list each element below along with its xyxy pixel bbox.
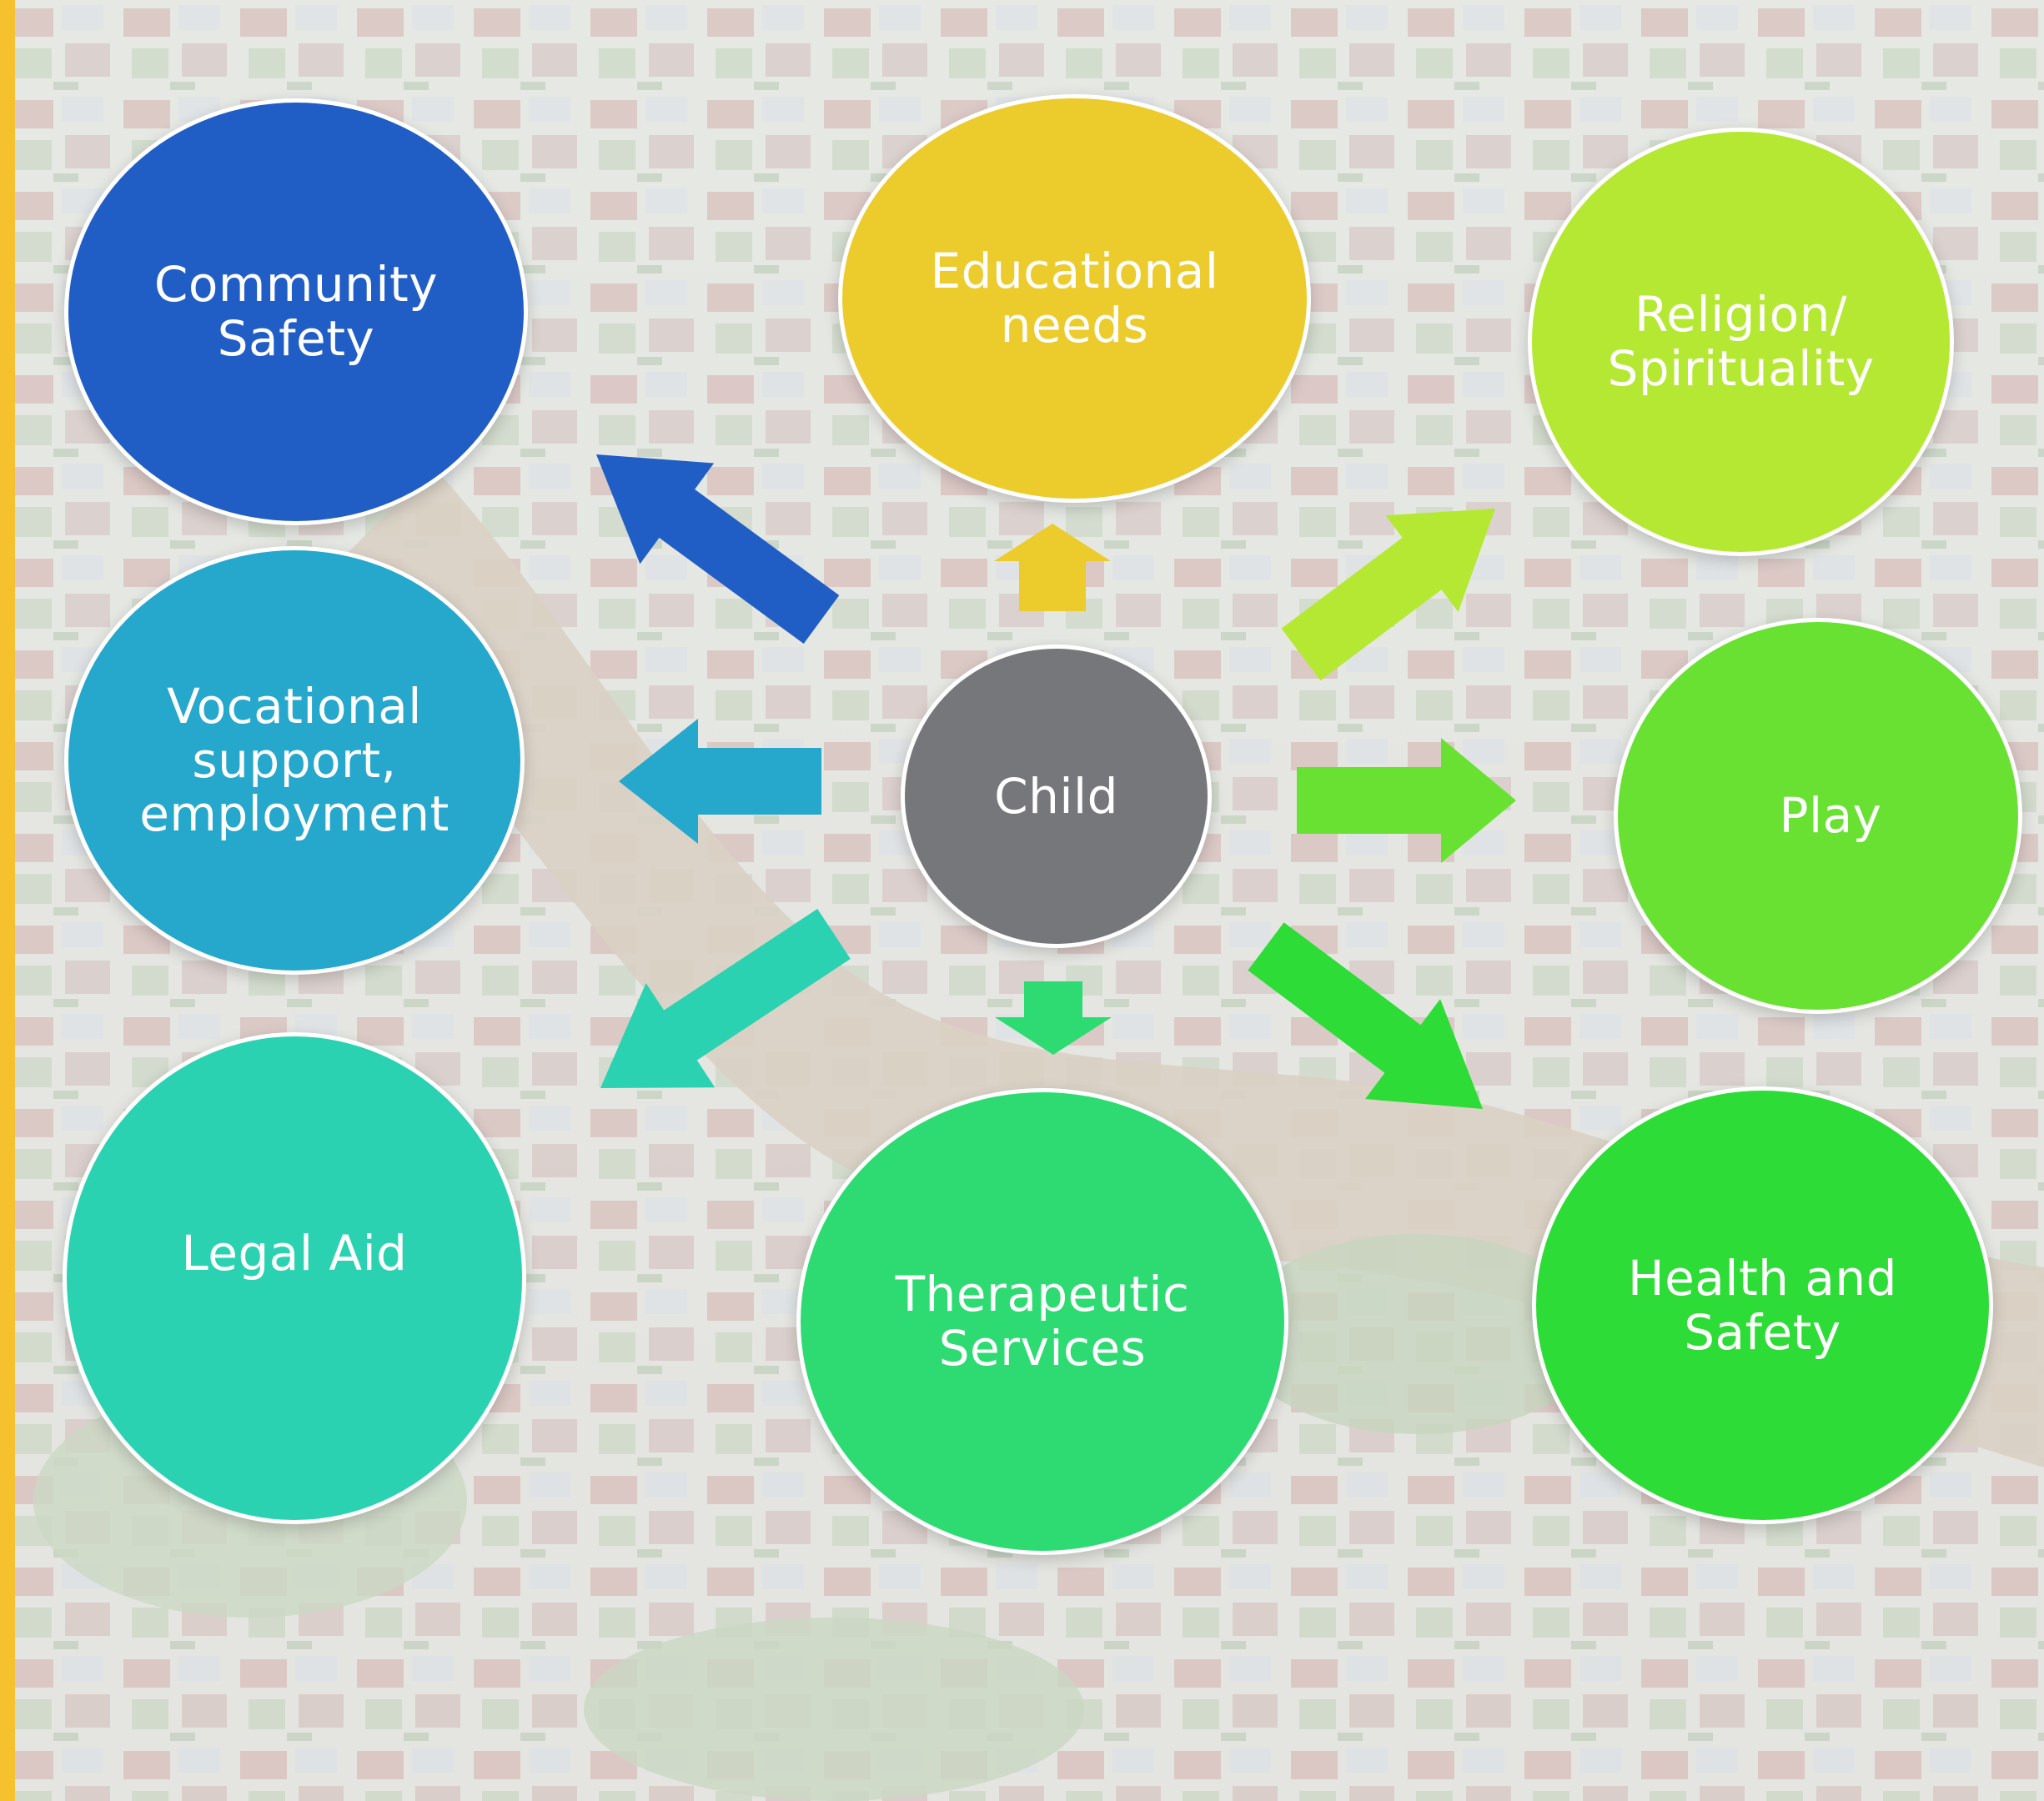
node-vocational-support: Vocational support, employment: [64, 546, 525, 975]
node-religion-spirituality: Religion/ Spirituality: [1528, 128, 1954, 556]
node-educational-needs: Educational needs: [838, 94, 1311, 503]
arrow-to-play: [1297, 738, 1516, 863]
node-community-safety-label: Community Safety: [153, 256, 439, 367]
arrow-to-health-and-safety: [1248, 922, 1483, 1109]
left-accent-bar: [0, 0, 15, 1801]
node-play: Play: [1614, 618, 2022, 1014]
node-child-label: Child: [994, 767, 1118, 825]
node-therapeutic-services: Therapeutic Services: [796, 1088, 1288, 1555]
arrow-to-community-safety: [596, 454, 840, 644]
arrow-to-religion-spirituality: [1281, 509, 1495, 681]
arrow-to-legal-aid: [600, 909, 851, 1088]
arrow-to-vocational-support: [619, 719, 821, 844]
arrow-to-therapeutic-services: [995, 981, 1112, 1055]
node-play-label: Play: [1779, 787, 1882, 845]
node-vocational-support-label: Vocational support, employment: [139, 677, 449, 843]
node-educational-needs-label: Educational needs: [930, 243, 1219, 354]
node-legal-aid: Legal Aid: [63, 1032, 526, 1524]
node-community-safety: Community Safety: [64, 98, 528, 525]
node-religion-spirituality-label: Religion/ Spirituality: [1607, 286, 1875, 397]
arrow-to-educational-needs: [994, 524, 1111, 611]
node-health-and-safety-label: Health and Safety: [1627, 1249, 1897, 1361]
node-therapeutic-services-label: Therapeutic Services: [895, 1266, 1190, 1377]
node-legal-aid-label: Legal Aid: [181, 1224, 408, 1282]
node-child: Child: [901, 645, 1212, 948]
node-health-and-safety: Health and Safety: [1532, 1086, 1993, 1524]
